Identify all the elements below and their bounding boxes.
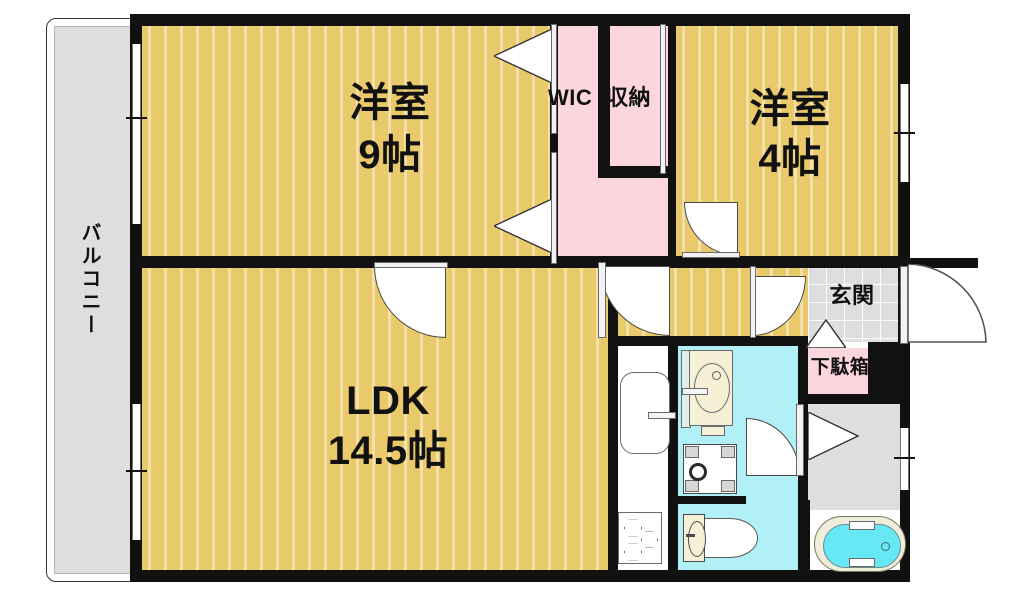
ldk-label: LDK <box>346 379 430 423</box>
wic-folding-door-lower[interactable] <box>494 198 556 254</box>
wall-entrance-top <box>898 258 978 268</box>
washer-drain <box>689 463 707 481</box>
wall-bottom-outer <box>130 570 910 582</box>
kitchen-faucet <box>648 412 676 419</box>
door-ldk-corridor-leaf[interactable] <box>598 262 606 338</box>
storage-door-leaf[interactable] <box>660 24 666 174</box>
bath-hall-folding-door[interactable] <box>808 412 860 460</box>
wall-wet-top <box>608 336 808 346</box>
wic-floor <box>556 22 674 266</box>
entrance-label: 玄関 <box>829 283 875 308</box>
wall-shoe-right <box>868 342 910 398</box>
bathtub-grip-bottom <box>849 558 875 567</box>
wall-bath-top <box>798 500 810 582</box>
washbasin-bowl <box>694 363 730 413</box>
washing-machine-pan <box>683 444 737 494</box>
stove-burner-3 <box>624 543 642 561</box>
vanity-base <box>701 426 725 436</box>
bedroom-small-size: 4帖 <box>758 137 822 181</box>
entrance-step-arrow <box>806 318 846 348</box>
washer-foot-bl <box>685 480 699 492</box>
wic-label: WIC <box>548 85 593 110</box>
stove-burner-2 <box>641 531 658 548</box>
door-washroom-leaf[interactable] <box>750 266 756 338</box>
washer-foot-br <box>721 480 735 492</box>
window-ldk <box>132 404 141 540</box>
storage-label: 収納 <box>606 85 652 110</box>
wall-wic-divider-vertical <box>598 22 610 178</box>
window-ldk-mark <box>126 470 147 472</box>
stove-burner-1 <box>624 519 642 537</box>
wic-door-leaf-lower[interactable] <box>551 152 557 264</box>
bathtub <box>814 516 906 572</box>
window-bedroom-main-mark <box>126 117 147 119</box>
door-bath-hall-leaf[interactable] <box>796 404 804 476</box>
washbasin-tap <box>712 371 721 380</box>
kitchen-stove <box>618 512 662 564</box>
wic-folding-door-upper[interactable] <box>494 28 556 84</box>
wall-wic-left <box>550 18 558 266</box>
bedroom-main-label: 洋室 <box>349 81 431 125</box>
shoe-cabinet-label: 下駄箱 <box>810 357 870 378</box>
bedroom-main-size: 9帖 <box>358 133 422 177</box>
toilet-handle <box>686 534 695 537</box>
toilet-bowl <box>702 518 758 558</box>
washer-foot-tl <box>685 446 699 458</box>
toilet-lid <box>688 521 706 557</box>
washer-foot-tr <box>721 446 735 458</box>
balcony-label: バルコニー <box>78 222 100 337</box>
window-bedroom-main <box>132 44 141 224</box>
wall-wic-right <box>668 18 676 266</box>
wall-bedroom-small-bottom <box>672 256 908 268</box>
door-bedroom-small-leaf[interactable] <box>682 252 740 258</box>
bedroom-main-floor <box>138 22 558 266</box>
ldk-size: 14.5帖 <box>327 429 449 473</box>
entrance-door[interactable] <box>908 264 988 344</box>
window-bedroom-small-mark <box>894 132 915 134</box>
wall-ldk-right <box>608 262 618 582</box>
window-bathroom-mark <box>894 457 915 459</box>
wall-shoe-bottom <box>798 394 910 404</box>
bedroom-small-label: 洋室 <box>749 87 831 131</box>
wall-washroom-toilet <box>678 496 746 504</box>
wall-kitchen-right <box>668 342 678 582</box>
ldk-floor <box>138 262 616 582</box>
entrance-door-leaf[interactable] <box>900 266 908 344</box>
door-bedroom-main-leaf[interactable] <box>374 262 448 268</box>
wic-door-leaf-upper[interactable] <box>551 24 557 134</box>
shoe-cabinet-area <box>808 348 870 396</box>
window-bathroom <box>900 428 909 490</box>
bathtub-drain <box>881 542 890 551</box>
wall-wic-divider-horizontal <box>598 166 672 178</box>
bathtub-grip-top <box>849 521 875 530</box>
wall-mid-horizontal <box>134 256 806 268</box>
washbasin-faucet-arm <box>682 388 708 395</box>
wall-top-left <box>130 14 906 26</box>
